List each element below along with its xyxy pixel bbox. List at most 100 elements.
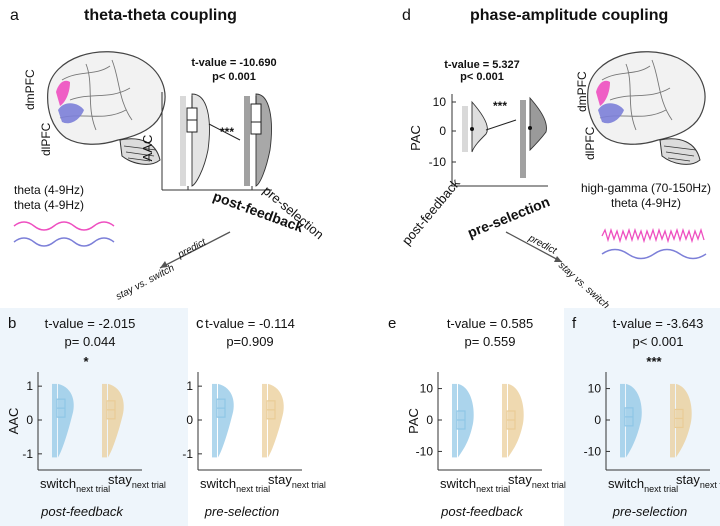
gamma-wave-pink-d	[601, 227, 705, 244]
panel-d-violin-pre-selection	[520, 96, 547, 178]
panel-c-ytick-1: 0	[186, 413, 193, 427]
panel-f-switch-violin	[626, 383, 642, 458]
panel-b-xlabel-stay-sub: next trial	[132, 480, 166, 490]
panel-d-xlabel-post: post-feedback	[399, 175, 463, 248]
panel-e-ytick-2: -10	[416, 444, 434, 458]
panel-d-tvalue: t-value = 5.327	[444, 59, 520, 71]
panel-c-ytick-2: -1	[182, 447, 193, 461]
panel-a-connector	[208, 123, 241, 141]
panel-a-predict-arrow	[159, 231, 231, 269]
panel-f-pvalue: p< 0.001	[633, 334, 684, 349]
panel-f-caption: pre-selection	[612, 504, 687, 519]
panel-f-tvalue: t-value = -3.643	[613, 316, 704, 331]
panel-d-violin-post-feedback	[462, 100, 488, 153]
region-label-dlpfc-a: dlPFC	[39, 122, 53, 156]
panel-e-caption: post-feedback	[440, 504, 524, 519]
brain-illustration-d	[587, 51, 706, 165]
panel-b-tvalue: t-value = -2.015	[45, 316, 136, 331]
panel-d-ylabel: PAC	[408, 125, 423, 151]
panel-e-tvalue: t-value = 0.585	[447, 316, 533, 331]
panel-c-tvalue: t-value = -0.114	[205, 316, 295, 331]
panel-a-violin-post-feedback	[180, 93, 210, 187]
panel-f-background	[564, 308, 720, 526]
panel-f-switch-scatter	[620, 383, 625, 458]
panel-b-ytick-2: -1	[22, 447, 33, 461]
panel-c-xlabel-stay-sub: next trial	[292, 480, 326, 490]
panel-e-letter: e	[388, 315, 396, 332]
panel-a-pvalue: p< 0.001	[212, 71, 256, 83]
panel-d-ytick-0: 0	[439, 124, 446, 138]
band-label-d-1: high-gamma (70-150Hz)	[581, 181, 711, 195]
panel-a-ylabel: AAC	[140, 135, 155, 162]
panel-a-violin-pre-selection	[244, 93, 272, 187]
theta-wave-blue-d	[601, 248, 707, 260]
panel-f-ytick-2: -10	[584, 444, 602, 458]
panel-b-switch-scatter	[52, 383, 57, 458]
panel-f-letter: f	[572, 315, 577, 332]
panel-c-switch-violin	[218, 383, 234, 458]
brain-illustration-a	[47, 51, 166, 165]
panel-b-xlabel-switch-sub: next trial	[76, 484, 110, 494]
panel-c-caption: pre-selection	[204, 504, 279, 519]
panel-c-pvalue: p=0.909	[226, 334, 273, 349]
panel-a-tvalue: t-value = -10.690	[191, 57, 276, 69]
panel-d-axes	[451, 94, 548, 187]
region-label-dlpfc-d: dlPFC	[583, 126, 597, 160]
panel-d-ytick-10: 10	[433, 95, 447, 109]
panel-a-axes	[161, 92, 272, 191]
region-label-dmpfc-d: dmPFC	[575, 71, 589, 112]
panel-e-xlabel-stay-sub: next trial	[532, 480, 566, 490]
panel-a-title: theta-theta coupling	[84, 7, 237, 24]
band-label-a-1: theta (4-9Hz)	[14, 183, 84, 197]
panel-b-ytick-1: 0	[26, 413, 33, 427]
panel-b-caption: post-feedback	[40, 504, 124, 519]
panel-d-pvalue: p< 0.001	[460, 71, 504, 83]
panel-e-xlabel-switch-sub: next trial	[476, 484, 510, 494]
panel-d-sig: ***	[493, 99, 507, 113]
panel-e-ytick-1: 0	[426, 413, 433, 427]
theta-wave-pink-a	[13, 221, 115, 231]
panel-e-switch-scatter	[452, 383, 457, 458]
panel-a-stay-switch: stay vs. switch	[114, 262, 176, 302]
panel-c-switch-scatter	[212, 383, 217, 458]
panel-d-stay-switch: stay vs. switch	[556, 260, 612, 312]
panel-e-ytick-0: 10	[420, 382, 434, 396]
panel-b-sig: *	[83, 354, 89, 369]
panel-e-pvalue: p= 0.559	[465, 334, 516, 349]
panel-e-ylabel: PAC	[406, 408, 421, 434]
panel-d-letter: d	[402, 7, 411, 24]
panel-b-pvalue: p= 0.044	[65, 334, 116, 349]
panel-b-stay-scatter	[102, 383, 107, 458]
panel-c-stay-violin	[268, 383, 284, 458]
panel-b-background	[0, 308, 188, 526]
region-label-dmpfc-a: dmPFC	[23, 69, 37, 110]
panel-f-stay-scatter	[670, 383, 675, 458]
panel-f-ytick-1: 0	[594, 413, 601, 427]
panel-c-xlabel-stay: staynext trial	[268, 472, 326, 490]
panel-f-stay-violin	[676, 383, 692, 458]
panel-e-xlabel-stay: staynext trial	[508, 472, 566, 490]
panel-c-letter: c	[196, 315, 204, 332]
theta-wave-blue-a	[13, 237, 115, 247]
panel-b-letter: b	[8, 315, 16, 332]
panel-d-predict-arrow	[505, 231, 563, 263]
panel-b-switch-violin	[58, 383, 74, 458]
panel-f-ytick-0: 10	[588, 382, 602, 396]
panel-f-sig: ***	[646, 354, 662, 369]
panel-c-xlabel-switch-sub: next trial	[236, 484, 270, 494]
panel-c-ytick-0: 1	[186, 379, 193, 393]
panel-a-sig: ***	[220, 125, 234, 139]
panel-e-stay-violin	[508, 383, 524, 458]
panel-d-connector	[485, 119, 517, 131]
panel-a-letter: a	[10, 7, 19, 24]
band-label-a-2: theta (4-9Hz)	[14, 198, 84, 212]
panel-d-title: phase-amplitude coupling	[470, 7, 668, 24]
band-label-d-2: theta (4-9Hz)	[611, 196, 681, 210]
panel-d-ytick-neg10: -10	[429, 155, 447, 169]
panel-f-xlabel-stay-sub: next trial	[700, 480, 720, 490]
panel-b-ytick-0: 1	[26, 379, 33, 393]
panel-e-stay-scatter	[502, 383, 507, 458]
panel-a-predict-label: predict	[175, 236, 209, 261]
panel-c-stay-scatter	[262, 383, 267, 458]
